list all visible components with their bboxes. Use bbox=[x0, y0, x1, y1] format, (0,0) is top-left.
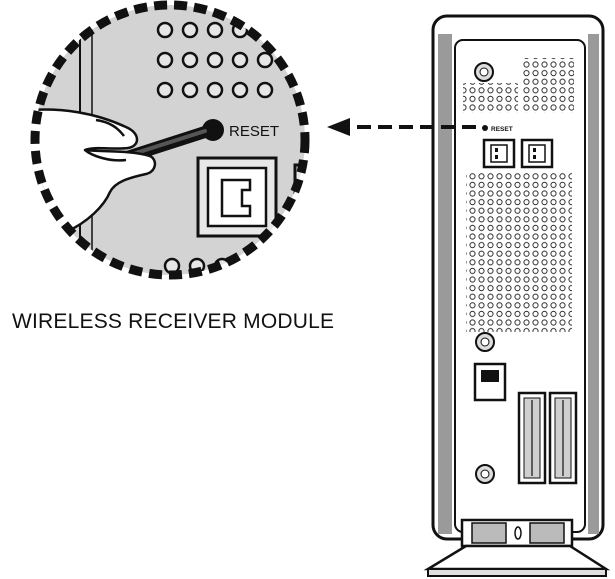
screw-icon bbox=[475, 464, 495, 484]
power-switch[interactable] bbox=[473, 362, 507, 402]
vent-grid bbox=[522, 58, 574, 113]
screw-icon bbox=[474, 62, 494, 82]
zoom-detail-circle: RESET bbox=[30, 0, 310, 280]
vent-grid bbox=[463, 83, 518, 113]
module-stand bbox=[423, 518, 611, 577]
power-socket-icon bbox=[520, 138, 554, 169]
wireless-receiver-module: RESET bbox=[423, 14, 611, 577]
hand-holding-pin-icon bbox=[35, 108, 157, 234]
dashed-arrow-icon bbox=[327, 118, 476, 136]
connector-slot bbox=[517, 391, 547, 485]
module-caption: WIRELESS RECEIVER MODULE bbox=[12, 310, 335, 333]
power-socket-icon bbox=[482, 138, 516, 169]
reset-label: RESET bbox=[229, 123, 279, 140]
power-socket-icon bbox=[196, 156, 278, 238]
vent-grid bbox=[466, 172, 572, 332]
reset-button-small[interactable] bbox=[482, 125, 488, 131]
connector-slot bbox=[548, 391, 578, 485]
screw-icon bbox=[475, 332, 495, 352]
reset-label-small: RESET bbox=[491, 126, 513, 133]
